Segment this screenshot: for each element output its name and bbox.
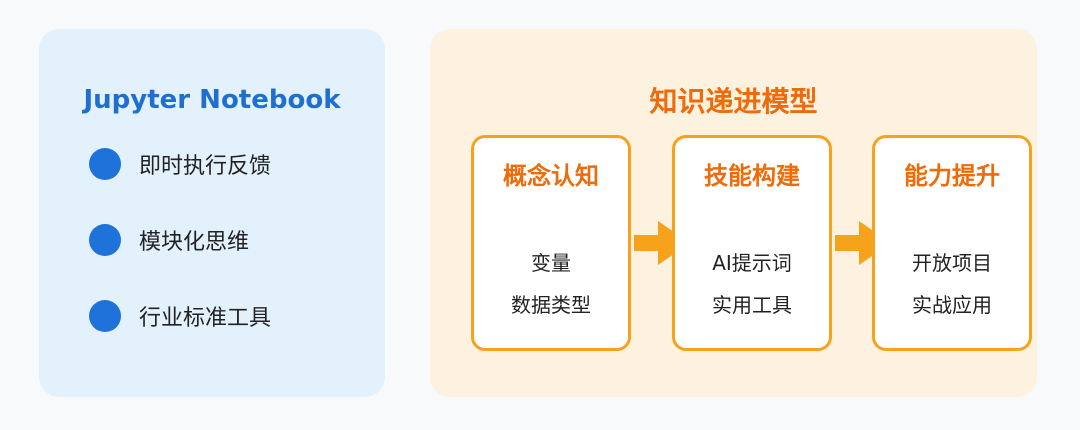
bullet-dot-icon [89,300,121,332]
feature-item-3: 行业标准工具 [89,298,271,334]
stage-item: 数据类型 [511,293,591,317]
jupyter-panel-title: Jupyter Notebook [83,85,341,115]
stage-item: 变量 [531,251,571,275]
stage-title: 概念认知 [503,162,599,190]
stage-item: 实用工具 [712,293,792,317]
knowledge-model-panel: 知识递进模型 概念认知 变量 数据类型 技能构建 AI提示词 实用工具 能力提升… [430,29,1037,397]
stage-title: 技能构建 [704,162,800,190]
feature-item-1: 即时执行反馈 [89,146,271,182]
feature-item-2: 模块化思维 [89,222,249,258]
stage-title: 能力提升 [904,162,1000,190]
stage-concept: 概念认知 变量 数据类型 [471,135,631,351]
feature-label: 模块化思维 [139,230,250,255]
stage-item: 实战应用 [912,293,992,317]
jupyter-panel: Jupyter Notebook 即时执行反馈 模块化思维 行业标准工具 [39,29,385,397]
stage-ability: 能力提升 开放项目 实战应用 [872,135,1032,351]
bullet-dot-icon [89,224,121,256]
feature-label: 即时执行反馈 [139,154,272,179]
stage-skill: 技能构建 AI提示词 实用工具 [672,135,832,351]
feature-label: 行业标准工具 [139,306,272,331]
stage-item: 开放项目 [912,251,992,275]
bullet-dot-icon [89,148,121,180]
knowledge-model-title: 知识递进模型 [649,85,818,118]
stage-item: AI提示词 [712,251,792,275]
